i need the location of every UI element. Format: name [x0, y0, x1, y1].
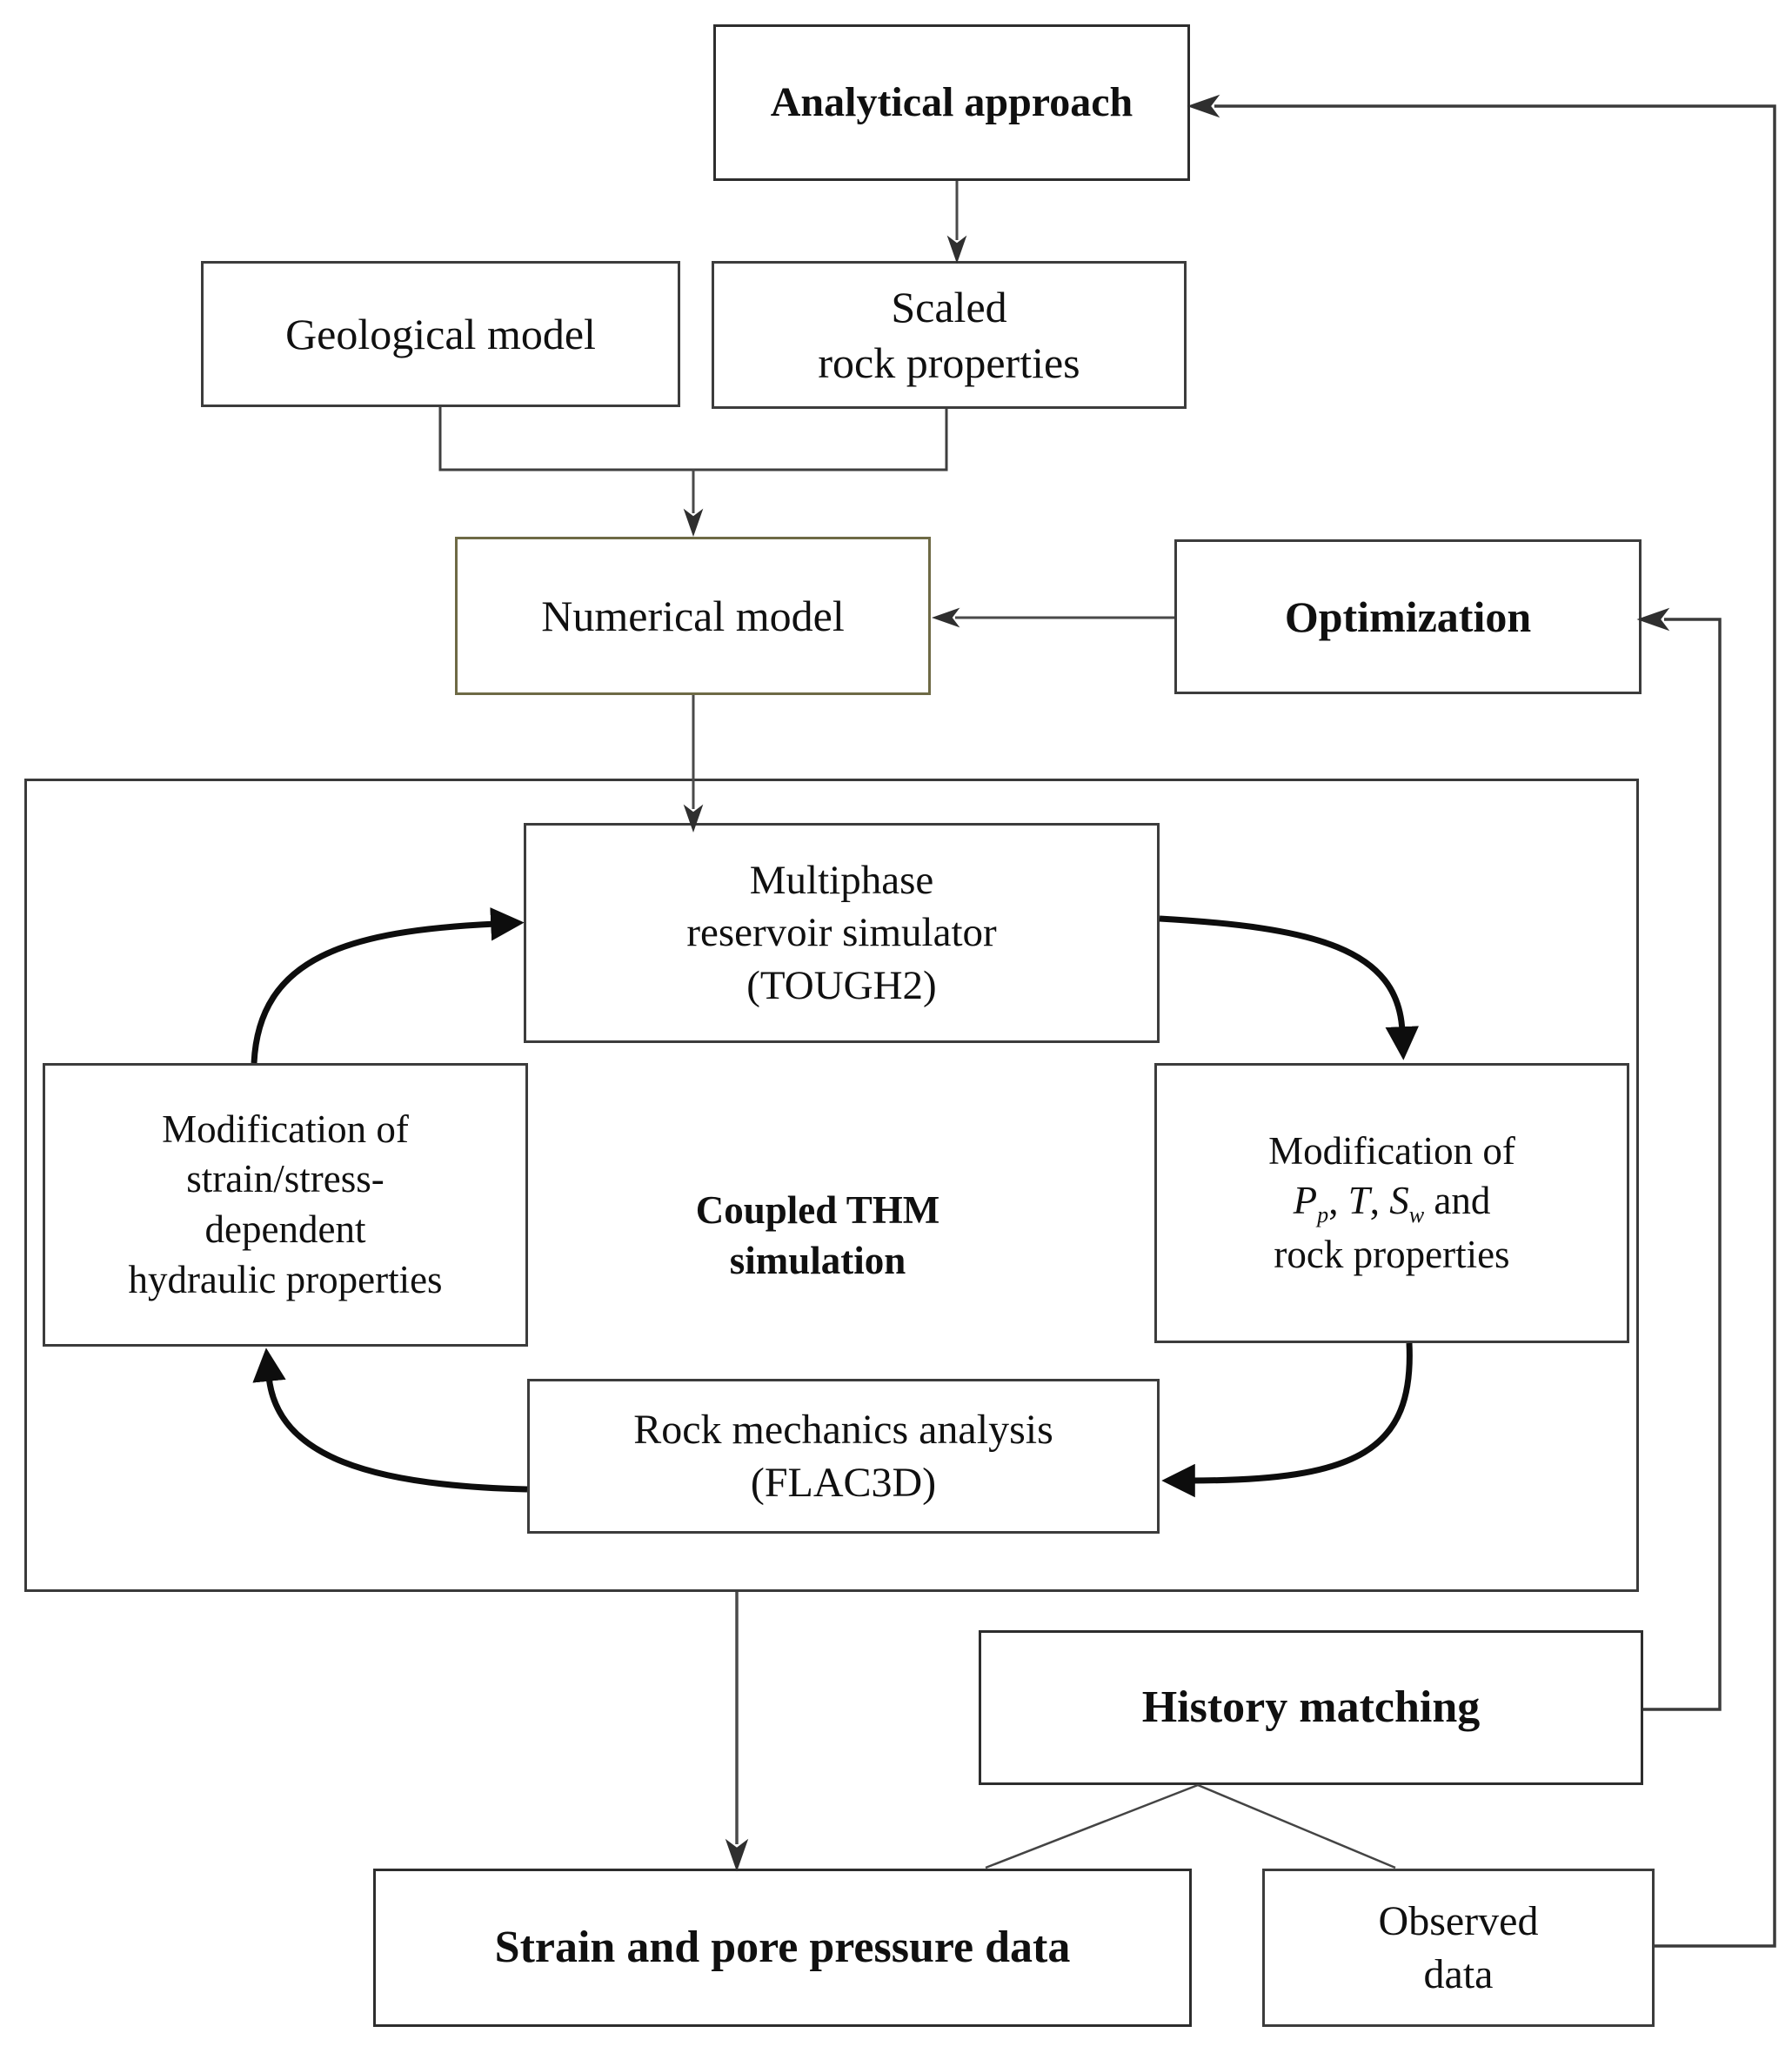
node-geological-model: Geological model — [201, 261, 680, 407]
node-label: Optimization — [1284, 592, 1532, 641]
node-modification-hydraulic-properties: Modification of strain/stress- dependent… — [43, 1063, 528, 1347]
node-label: History matching — [1141, 1682, 1481, 1732]
node-label-line: Modification of — [1268, 1128, 1515, 1173]
feedback-history-to-optimization — [1636, 607, 1722, 1711]
node-label-line: reservoir simulator — [686, 910, 997, 956]
node-label-line: (TOUGH2) — [746, 962, 937, 1008]
node-optimization: Optimization — [1174, 539, 1642, 694]
node-label-line: (FLAC3D) — [750, 1460, 937, 1506]
node-label: Analytical approach — [770, 79, 1133, 126]
node-history-matching: History matching — [979, 1630, 1643, 1785]
merge-line-geological-scaled — [438, 407, 948, 471]
node-label-line: strain/stress- — [186, 1157, 384, 1201]
node-label-line: rock properties — [818, 338, 1080, 387]
node-label-line: Rock mechanics analysis — [633, 1406, 1053, 1453]
node-label-line: rock properties — [1274, 1232, 1510, 1276]
node-label: Numerical model — [541, 592, 845, 640]
label-line: Coupled THM — [695, 1188, 940, 1233]
node-scaled-rock-properties: Scaled rock properties — [712, 261, 1187, 409]
node-modification-pp-t-sw: Modification of Pp, T, Sw and rock prope… — [1154, 1063, 1629, 1343]
node-label-line: Observed — [1378, 1897, 1539, 1944]
node-strain-pore-pressure-data: Strain and pore pressure data — [373, 1869, 1192, 2027]
node-multiphase-reservoir-simulator: Multiphase reservoir simulator (TOUGH2) — [524, 823, 1160, 1043]
node-label-math-line: Pp, T, Sw and — [1293, 1179, 1491, 1228]
node-label-line: Scaled — [891, 283, 1007, 331]
node-label: Geological model — [285, 310, 596, 358]
node-analytical-approach: Analytical approach — [713, 24, 1190, 181]
node-rock-mechanics-analysis: Rock mechanics analysis (FLAC3D) — [527, 1379, 1160, 1534]
node-label-line: Modification of — [162, 1107, 409, 1151]
node-label: Strain and pore pressure data — [494, 1922, 1071, 1972]
node-label-line: data — [1423, 1951, 1494, 1997]
node-observed-data: Observed data — [1262, 1869, 1655, 2027]
label-line: simulation — [729, 1239, 906, 1282]
label-coupled-thm-simulation: Coupled THM simulation — [574, 1179, 1061, 1294]
node-label-line: hydraulic properties — [128, 1257, 443, 1301]
node-label-line: dependent — [204, 1207, 366, 1251]
node-numerical-model: Numerical model — [455, 537, 931, 695]
line-history-to-observed-data — [1197, 1783, 1396, 1869]
line-history-to-strain-data — [985, 1783, 1199, 1869]
node-label-line: Multiphase — [749, 858, 934, 904]
